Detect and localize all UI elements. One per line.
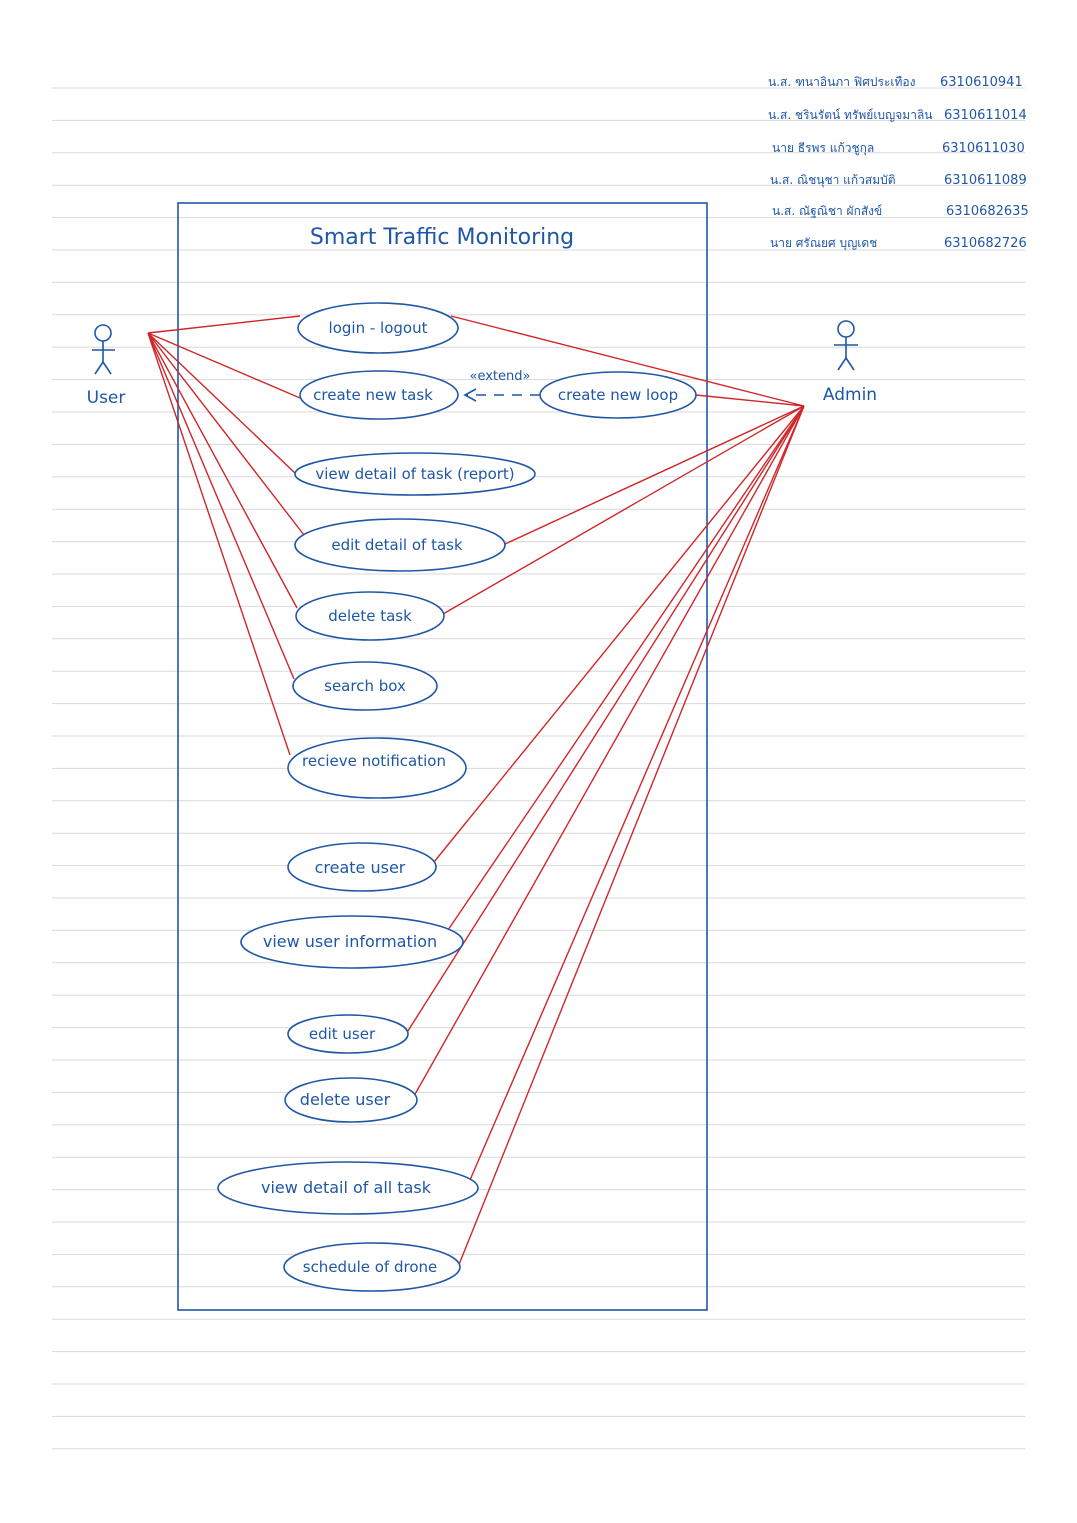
use-case-ellipse	[294, 518, 506, 572]
use-cases: login - logout create new task create ne…	[217, 302, 697, 1292]
association-user-recieve-notification	[147, 332, 291, 756]
student-id: 6310611030	[942, 141, 1025, 156]
association-admin-create-user	[433, 405, 805, 863]
use-case-label: delete task	[328, 607, 412, 625]
system-title: Smart Traffic Monitoring	[310, 225, 574, 250]
student-name: น.ส. ฑนาอินภา ฟิศประเทือง	[768, 75, 915, 89]
use-case-label: view detail of all task	[261, 1178, 432, 1197]
association-admin-schedule-of-drone	[457, 405, 805, 1268]
use-case-recieve-notification: recieve notification	[287, 737, 467, 799]
student-name: น.ส. ชรินรัตน์ ทรัพย์เบญจมาลิน	[768, 108, 933, 122]
student-id: 6310682726	[944, 236, 1027, 251]
association-admin-view-user-information	[447, 405, 805, 931]
association-admin-edit-user	[405, 405, 805, 1035]
student-name: นาย ธีรพร แก้วชูกุล	[772, 141, 874, 156]
student-id: 6310682635	[946, 204, 1029, 219]
use-case-label: edit user	[309, 1025, 376, 1043]
use-case-ellipse	[294, 452, 536, 496]
use-case-edit-user: edit user	[287, 1014, 409, 1054]
use-case-label: login - logout	[329, 319, 428, 337]
association-user-delete-task	[147, 332, 298, 609]
actor-label: Admin	[823, 385, 877, 405]
use-case-ellipse	[284, 1077, 418, 1123]
use-case-ellipse	[299, 370, 459, 420]
association-admin-delete-user	[413, 405, 805, 1097]
use-case-edit-detail-of-task: edit detail of task	[294, 518, 506, 572]
use-case-ellipse	[292, 661, 438, 711]
use-case-label: create new loop	[558, 386, 678, 404]
extend-arrowhead	[463, 388, 477, 402]
use-case-view-detail-of-task-report: view detail of task (report)	[294, 452, 536, 496]
use-case-label: recieve notification	[302, 752, 446, 770]
association-admin-view-detail-of-all-task	[469, 405, 805, 1181]
student-name: น.ส. ณัฐณิชา ผักสังข์	[772, 204, 882, 218]
use-case-label: view detail of task (report)	[315, 465, 514, 483]
student-list: น.ส. ฑนาอินภา ฟิศประเทือง 6310610941 น.ส…	[768, 75, 1029, 251]
use-case-ellipse	[295, 591, 445, 641]
associations	[147, 315, 805, 1268]
use-case-delete-user: delete user	[284, 1077, 418, 1123]
use-case-ellipse	[287, 842, 437, 892]
notebook-rules	[52, 87, 1025, 1450]
use-case-delete-task: delete task	[295, 591, 445, 641]
student-id: 6310611089	[944, 173, 1027, 188]
use-case-ellipse	[240, 915, 464, 969]
student-name: น.ส. ณิชนุชา แก้วสมบัติ	[770, 173, 896, 188]
association-admin-login-logout	[450, 315, 805, 407]
use-case-create-new-task: create new task	[299, 370, 459, 420]
student-id: 6310610941	[940, 75, 1023, 90]
use-case-label: delete user	[300, 1090, 391, 1109]
use-case-create-new-loop: create new loop	[539, 371, 697, 419]
use-case-ellipse	[297, 302, 459, 354]
use-case-label: create new task	[313, 386, 433, 404]
use-case-view-user-information: view user information	[240, 915, 464, 969]
stick-figure-icon	[834, 320, 858, 371]
extend-label: «extend»	[470, 369, 531, 384]
actor-user: User	[87, 324, 126, 408]
actor-label: User	[87, 388, 126, 408]
use-case-schedule-of-drone: schedule of drone	[283, 1242, 461, 1292]
use-case-ellipse	[283, 1242, 461, 1292]
use-case-label: edit detail of task	[331, 536, 463, 554]
extend-relationship: «extend»	[463, 369, 540, 402]
student-name: นาย ศรัณยศ บุญเดช	[770, 236, 877, 251]
association-admin-edit-detail-of-task	[502, 405, 805, 546]
use-case-label: create user	[315, 858, 406, 877]
use-case-label: search box	[324, 677, 406, 695]
use-case-ellipse	[287, 737, 467, 799]
association-user-create-new-task	[147, 332, 301, 399]
use-case-label: view user information	[263, 932, 437, 951]
use-case-login-logout: login - logout	[297, 302, 459, 354]
use-case-ellipse	[217, 1161, 479, 1215]
association-admin-create-new-loop	[695, 394, 805, 407]
use-case-label: schedule of drone	[303, 1258, 438, 1276]
use-case-ellipse	[287, 1014, 409, 1054]
use-case-create-user: create user	[287, 842, 437, 892]
use-case-view-detail-of-all-task: view detail of all task	[217, 1161, 479, 1215]
association-user-search-box	[147, 332, 295, 680]
actor-admin: Admin	[823, 320, 877, 405]
student-id: 6310611014	[944, 108, 1027, 123]
association-user-view-detail-of-task-report	[147, 332, 297, 475]
association-admin-delete-task	[442, 405, 805, 615]
stick-figure-icon	[92, 324, 115, 375]
association-user-login-logout	[147, 315, 301, 334]
use-case-search-box: search box	[292, 661, 438, 711]
association-user-edit-detail-of-task	[147, 332, 305, 536]
system-boundary	[177, 202, 708, 1311]
